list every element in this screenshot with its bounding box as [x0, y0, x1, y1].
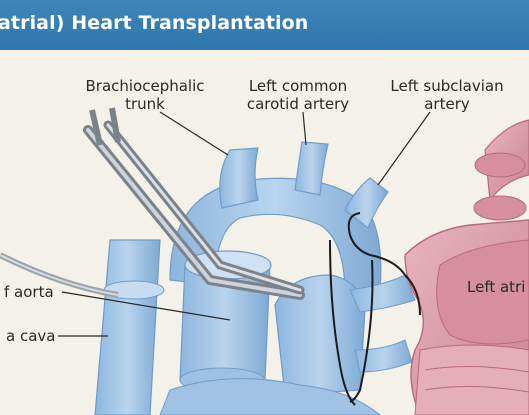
label-brachiocephalic-line2: trunk: [80, 95, 210, 113]
label-left-common-line2: carotid artery: [238, 95, 358, 113]
figure-title: atrial) Heart Transplantation: [0, 12, 308, 34]
label-brachiocephalic-trunk: Brachiocephalic trunk: [80, 77, 210, 113]
label-left-subclavian-line2: artery: [382, 95, 512, 113]
vena-cava: [95, 240, 160, 415]
donor-heart-lower: [415, 345, 529, 415]
label-left-atrium: Left atri: [467, 278, 525, 296]
label-brachiocephalic-line1: Brachiocephalic: [80, 77, 210, 95]
label-left-common-line1: Left common: [238, 77, 358, 95]
label-vena-cava: a cava: [6, 327, 55, 345]
label-left-subclavian-line1: Left subclavian: [382, 77, 512, 95]
heart-illustration: Brachiocephalic trunk Left common caroti…: [0, 50, 529, 415]
label-aorta: f aorta: [4, 283, 54, 301]
brachiocephalic-trunk-vessel: [220, 148, 258, 208]
title-bar: atrial) Heart Transplantation: [0, 0, 529, 51]
label-left-subclavian: Left subclavian artery: [382, 77, 512, 113]
label-left-common-carotid: Left common carotid artery: [238, 77, 358, 113]
